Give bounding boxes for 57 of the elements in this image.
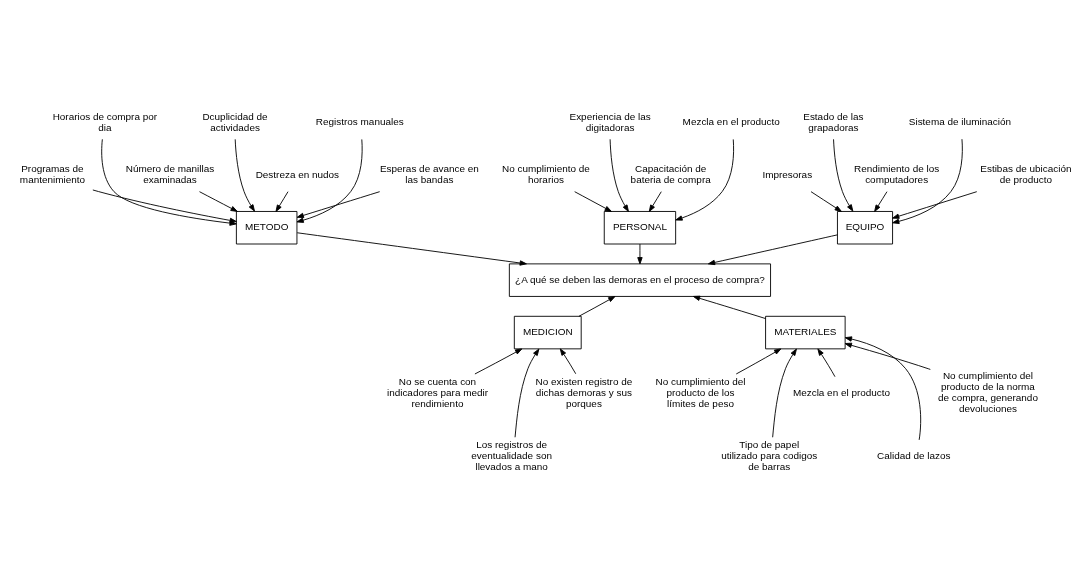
node-text: Estado de las grapadoras xyxy=(803,110,864,133)
arrow xyxy=(296,191,381,218)
node-box: ¿A qué se deben las demoras en el proceso de compra? xyxy=(508,263,771,297)
node-text: Tipo de papel utilizado para codigos de barras xyxy=(721,439,818,472)
node-text: Destreza en nudos xyxy=(255,168,340,180)
node-text: No existen registro de dichas demoras y sus porques xyxy=(535,375,633,409)
arrow xyxy=(609,138,629,212)
arrow xyxy=(874,191,888,212)
node-text: Calidad de lazos xyxy=(877,449,951,461)
node-text: Rendimiento de los computadores xyxy=(854,163,940,186)
node-text: Capacitación de bateria de compra xyxy=(630,163,711,186)
arrow xyxy=(892,138,963,224)
arrow xyxy=(892,191,978,219)
arrow xyxy=(275,191,289,212)
node-box: PERSONAL xyxy=(603,211,677,245)
arrow xyxy=(675,138,735,221)
arrow xyxy=(578,296,616,317)
node-box: MATERIALES xyxy=(765,315,846,350)
arrow xyxy=(735,348,782,375)
arrow xyxy=(810,191,842,212)
arrow xyxy=(707,234,838,266)
node-text: Mezcla en el producto xyxy=(682,116,780,128)
node-text: Sistema de iluminación xyxy=(908,116,1012,128)
node-text: No se cuenta con indicadores para medir rendimiento xyxy=(386,375,489,409)
node-box: EQUIPO xyxy=(837,211,894,245)
node-text: No cumplimiento del producto de los límites de peso xyxy=(655,375,746,409)
arrow xyxy=(234,138,255,212)
arrow xyxy=(772,348,797,438)
arrow xyxy=(296,232,527,266)
node-text: Esperas de avance en las bandas xyxy=(379,163,479,186)
arrow xyxy=(817,348,836,378)
node-text: Registros manuales xyxy=(315,116,404,128)
arrow xyxy=(199,191,238,212)
arrow xyxy=(474,348,523,375)
node-box: METODO xyxy=(235,211,298,245)
arrow xyxy=(844,342,931,370)
arrow xyxy=(648,191,662,212)
node-text: Número de manillas examinadas xyxy=(125,163,215,186)
node-text: Experiencia de las digitadoras xyxy=(569,110,651,133)
node-text: No cumplimiento de horarios xyxy=(502,163,590,186)
node-text: Programas de mantenimiento xyxy=(19,163,86,186)
arrow xyxy=(296,139,363,223)
node-text: Los registros de eventualidade son llevados a mano xyxy=(471,439,552,472)
arrow xyxy=(559,348,577,375)
node-text: Impresoras xyxy=(762,168,813,180)
node-text: No cumplimiento del producto de la norma de compra, generando devoluciones xyxy=(937,370,1038,414)
arrow xyxy=(514,348,540,438)
node-text: Mezcla en el producto xyxy=(792,386,891,398)
arrow xyxy=(637,243,643,265)
node-text: Estibas de ubicación de producto xyxy=(980,163,1072,186)
arrow xyxy=(844,336,922,441)
arrow xyxy=(692,295,766,320)
node-text: Horarios de compra por dia xyxy=(52,110,158,133)
arrow xyxy=(574,191,612,212)
arrow xyxy=(833,138,854,212)
node-box: MEDICION xyxy=(513,315,582,350)
node-text: Dcuplicidad de actividades xyxy=(202,110,268,133)
